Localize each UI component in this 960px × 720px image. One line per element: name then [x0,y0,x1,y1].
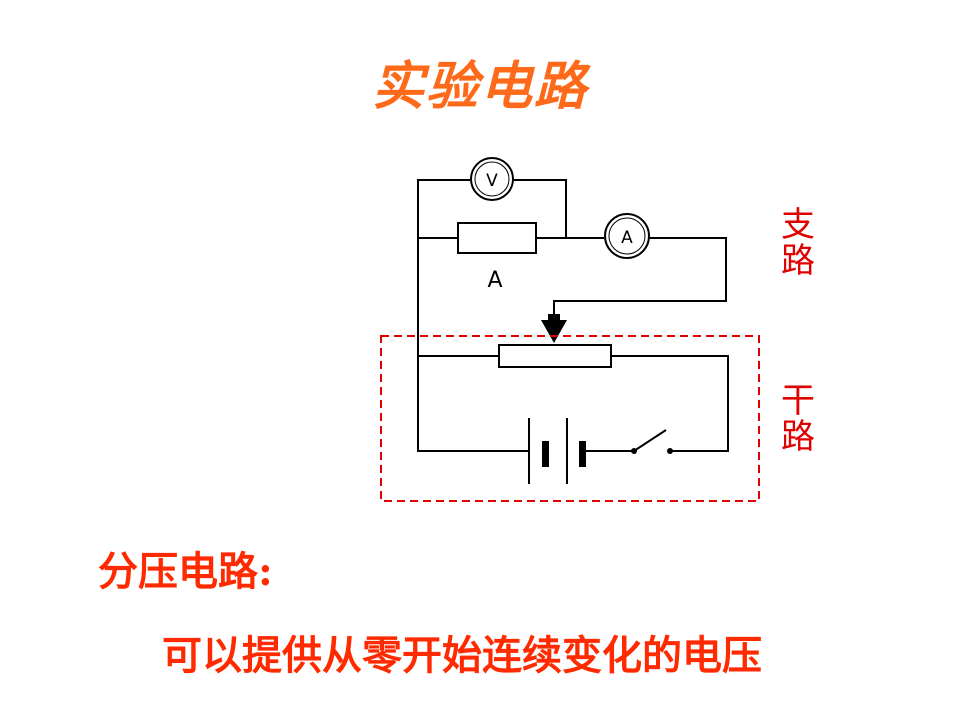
ammeter-symbol: A [621,228,633,248]
switch [631,429,673,454]
main-loop [417,338,729,452]
slider-contact [541,320,567,343]
voltage-divider-heading: 分压电路: [98,548,273,595]
resistor-label: A [487,268,502,293]
main-circuit-box [380,335,760,502]
ammeter: A [604,213,650,259]
resistor-branch [418,237,727,322]
voltmeter: V [470,157,514,201]
voltmeter-symbol: V [486,171,498,191]
voltage-divider-description: 可以提供从零开始连续变化的电压 [162,632,762,679]
voltmeter-branch [417,179,567,338]
battery [528,418,586,484]
slide-title: 实验电路 [371,56,588,117]
branch-label: 支路 [781,205,815,281]
rheostat [498,344,612,368]
resistor [457,222,537,254]
main-circuit-label: 干路 [781,381,815,457]
